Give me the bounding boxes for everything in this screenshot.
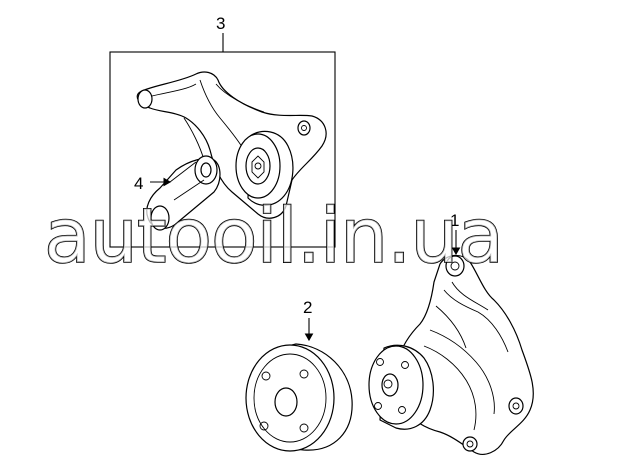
callout-3: 3 — [216, 14, 225, 33]
tensioner-damper — [146, 155, 221, 231]
watermark: autooil.in.ua — [44, 191, 503, 280]
water-pump-flange — [368, 344, 434, 430]
water-pump-pulley — [245, 343, 353, 452]
callout-2: 2 — [303, 298, 312, 317]
callout-1: 1 — [450, 211, 459, 230]
callout-4: 4 — [134, 174, 143, 193]
tensioner-assembly-box — [109, 51, 336, 248]
idler-pulley — [235, 130, 294, 206]
